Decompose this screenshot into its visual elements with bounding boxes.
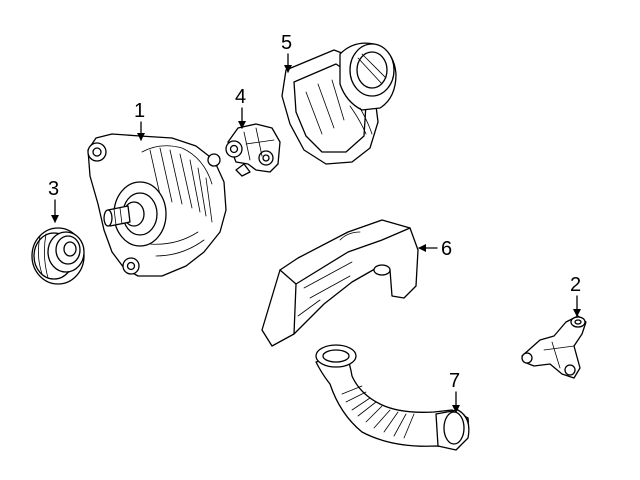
- callout-1: 1: [134, 100, 145, 141]
- callout-5-label: 5: [281, 32, 292, 54]
- callout-2: 2: [570, 274, 581, 317]
- hose-part: [315, 344, 470, 451]
- callout-2-label: 2: [570, 274, 581, 296]
- callout-4-label: 4: [235, 86, 246, 108]
- intake-duct-part: [261, 219, 419, 347]
- housing-part: [281, 42, 397, 165]
- callout-5: 5: [281, 32, 292, 73]
- pulley-part: [31, 227, 85, 285]
- callout-6-label: 6: [441, 238, 452, 260]
- mount-bracket-part: [521, 315, 587, 379]
- callout-7-label: 7: [449, 370, 460, 392]
- callout-6: 6: [418, 238, 452, 260]
- callout-7: 7: [449, 370, 460, 413]
- regulator-part: [225, 123, 281, 177]
- callout-3: 3: [48, 178, 59, 223]
- callout-1-label: 1: [134, 100, 145, 122]
- callout-3-label: 3: [48, 178, 59, 200]
- alternator-part: [87, 133, 227, 277]
- callout-4: 4: [235, 86, 246, 129]
